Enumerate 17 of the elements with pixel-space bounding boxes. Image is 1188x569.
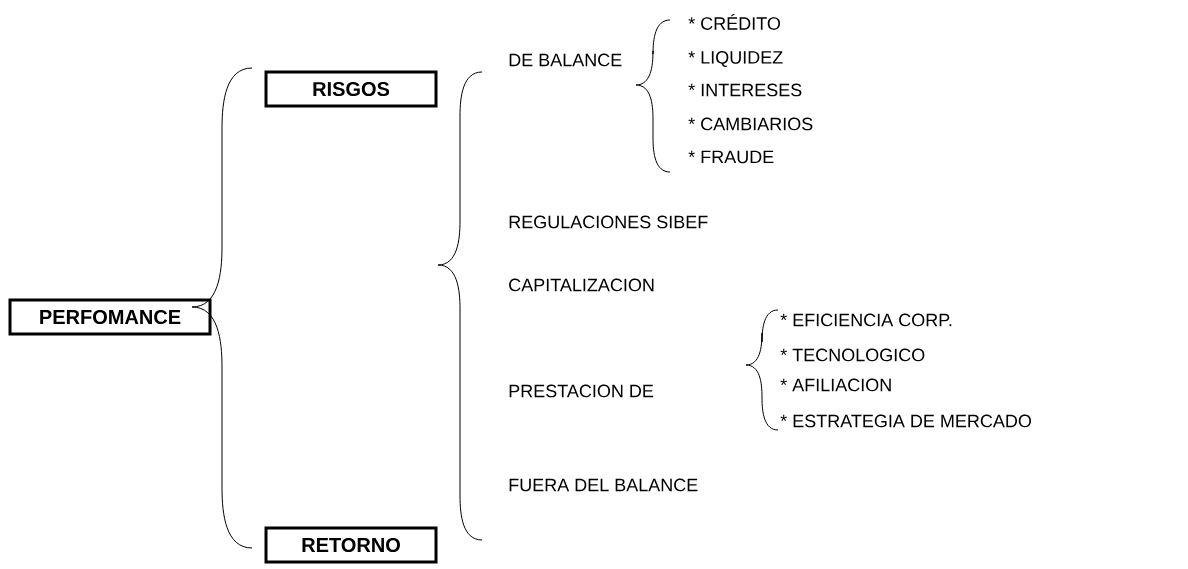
list-item: DE BALANCE (509, 53, 622, 67)
list-item: * CAMBIARIOS (688, 117, 813, 131)
list-item: * INTERESES (688, 83, 802, 97)
list-item: * LIQUIDEZ (688, 51, 783, 67)
list-item: FUERA DEL BALANCE (509, 478, 698, 492)
list-item: * CRÉDITO (688, 14, 781, 30)
list-item: CAPITALIZACION (509, 278, 654, 292)
title-box: RISGOS (264, 70, 438, 108)
list-item: * ESTRATEGIA DE MERCADO (780, 414, 1032, 428)
list-item: * TECNOLOGICO (780, 348, 925, 362)
list-item: * EFICIENCIA CORP. (780, 313, 952, 327)
title-box: PERFOMANCE (8, 298, 212, 336)
list-item: PRESTACION DE (509, 384, 654, 398)
title-box: RETORNO (264, 526, 438, 564)
list-item: REGULACIONES SIBEF (509, 215, 708, 229)
list-item: * AFILIACION (780, 378, 891, 392)
list-item: * FRAUDE (688, 150, 774, 164)
